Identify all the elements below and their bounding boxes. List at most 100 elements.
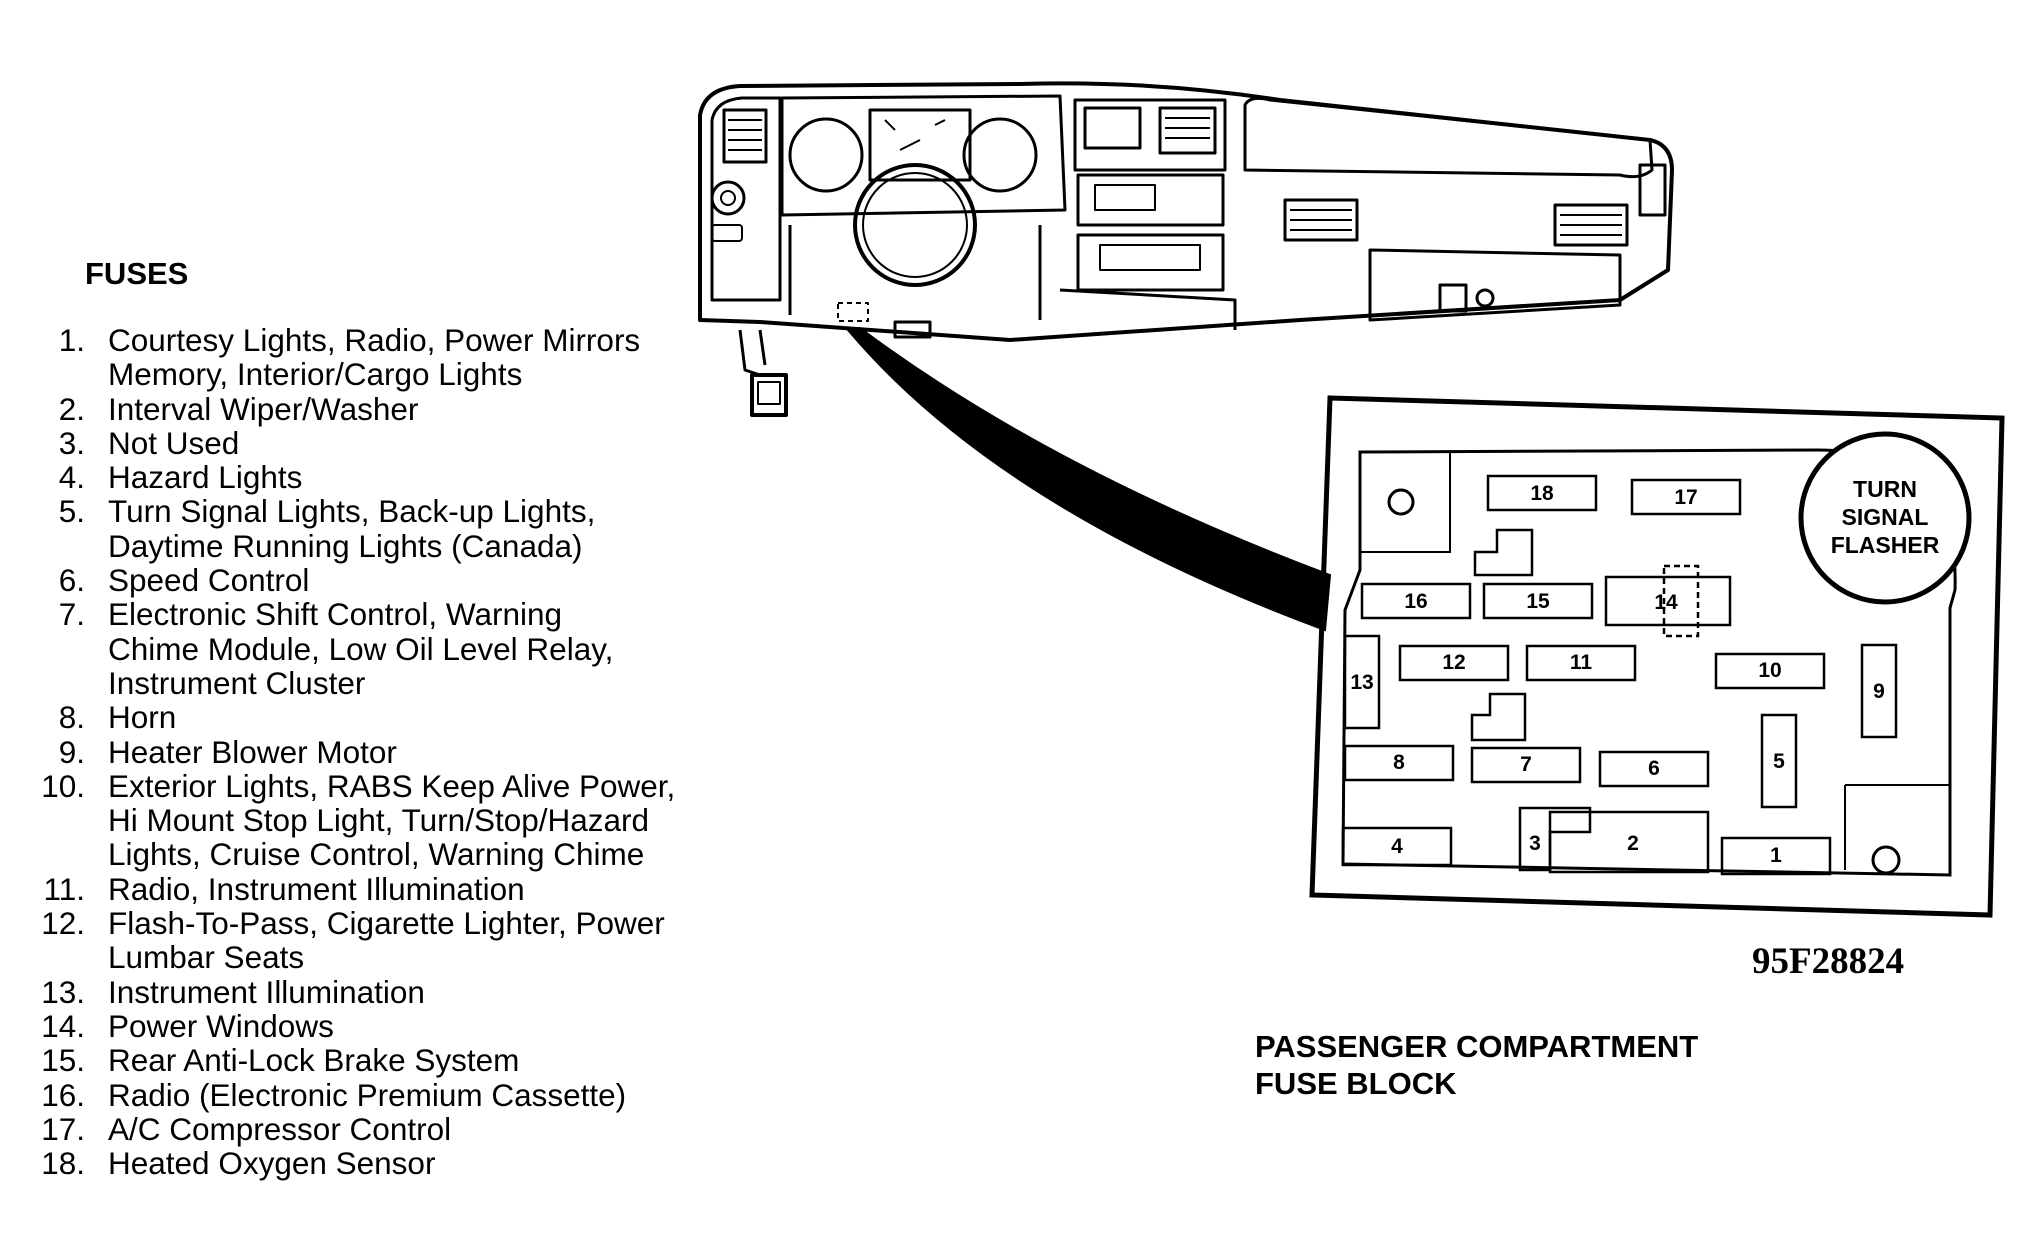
- fuse-number: 6.: [58, 562, 85, 599]
- fuse-slot-17: [1630, 478, 1742, 516]
- fuse-number: 17.: [41, 1110, 85, 1147]
- fuse-legend-item: 16.Radio (Electronic Premium Cassette): [40, 1076, 768, 1113]
- fuse-legend-item: 3. Not Used: [40, 424, 768, 461]
- fuse-slot-label: 7: [1520, 753, 1532, 776]
- flasher-label-line1: TURN: [1853, 476, 1917, 502]
- fuse-description: Horn: [108, 699, 177, 736]
- fuse-slot-label: 6: [1648, 757, 1660, 780]
- fuse-description: Instrument Illumination: [108, 973, 425, 1010]
- fuse-legend-item: 18. Heated Oxygen Sensor: [40, 1145, 768, 1182]
- fuse-description: Speed Control: [108, 562, 310, 599]
- fuse-slot-label: 18: [1530, 482, 1554, 505]
- fuse-description: Flash-To-Pass, Cigarette Lighter, Power …: [108, 905, 665, 976]
- fuse-legend-item: 15. Rear Anti-Lock Brake System: [40, 1042, 768, 1079]
- fuse-number: 7.: [58, 596, 85, 633]
- fuse-number: 16.: [41, 1076, 85, 1113]
- fuse-description: Hazard Lights: [108, 459, 303, 496]
- fuse-number: 13.: [41, 973, 85, 1010]
- fuse-slot-11: [1525, 644, 1637, 682]
- fuse-slot-label: 11: [1570, 651, 1593, 674]
- fuse-description: A/C Compressor Control: [108, 1110, 452, 1147]
- fuse-legend-item: 2. Interval Wiper/Washer: [40, 390, 768, 427]
- fuse-slot-label: 1: [1770, 844, 1782, 867]
- fuse-number: 5.: [58, 493, 85, 530]
- fuse-legend-item: 7. Electronic Shift Control, Warning Chim…: [40, 597, 768, 700]
- fuse-slot-8: [1343, 744, 1455, 782]
- fuse-description: Electronic Shift Control, Warning Chime …: [108, 596, 614, 701]
- fuse-legend-item: 5. Turn Signal Lights, Back-up Lights, Da…: [40, 494, 768, 563]
- fuse-description: Rear Anti-Lock Brake System: [108, 1042, 520, 1079]
- fuse-legend-item: 6. Speed Control: [40, 562, 768, 599]
- fuse-legend-item: 17. A/C Compressor Control: [40, 1110, 768, 1147]
- fuse-slot-5: [1760, 713, 1798, 809]
- fuse-legend-item: 1. Courtesy Lights, Radio, Power Mirrors …: [40, 323, 768, 392]
- fuse-description: Courtesy Lights, Radio, Power Mirrors Me…: [108, 322, 641, 393]
- fuses-title: FUSES: [85, 256, 189, 291]
- fuse-description: Power Windows: [108, 1007, 334, 1044]
- fuse-slot-16: [1360, 582, 1472, 620]
- fuse-slot-1: [1720, 836, 1832, 876]
- fuse-description: Heated Oxygen Sensor: [108, 1145, 436, 1182]
- dashboard-illustration: [698, 81, 1674, 417]
- fuse-slot-label: 16: [1404, 590, 1427, 613]
- small-relay-lower: [1470, 692, 1527, 742]
- fuse-slot-2: [1548, 810, 1710, 874]
- fuse-legend-item: 8. Horn: [40, 699, 768, 736]
- fuse-slot-label: 10: [1758, 659, 1781, 682]
- fuse-number: 8.: [58, 699, 85, 736]
- fuse-slot-label: 12: [1442, 651, 1465, 674]
- fuse-legend-item: 14. Power Windows: [40, 1007, 768, 1044]
- flasher-label-line3: FLASHER: [1831, 532, 1940, 558]
- fuse-slot-9: [1860, 643, 1898, 739]
- fuse-number: 15.: [41, 1042, 85, 1079]
- fuse-slot-15: [1482, 582, 1594, 620]
- fuse-slot-label: 14: [1654, 591, 1678, 614]
- fuse-description: Radio, Instrument Illumination: [108, 870, 525, 907]
- fuse-number: 1.: [58, 322, 85, 358]
- fuse-number: 14.: [41, 1007, 85, 1044]
- fuse-number: 11.: [43, 870, 85, 907]
- flasher-label-line2: SIGNAL: [1842, 504, 1929, 530]
- fuse-description: Not Used: [108, 424, 240, 461]
- fuse-description: Interval Wiper/Washer: [108, 390, 419, 427]
- fuse-description: Exterior Lights, RABS Keep Alive Power, …: [108, 767, 676, 873]
- fuse-number: 3.: [58, 424, 85, 461]
- fuse-description: Heater Blower Motor: [108, 733, 397, 770]
- fuse-block-caption: PASSENGER COMPARTMENT FUSE BLOCK: [1255, 1029, 1699, 1101]
- fuse-slot-18: [1486, 474, 1598, 512]
- fuse-legend-item: 9. Heater Blower Motor: [40, 733, 768, 770]
- figure-code: 95F28824: [1752, 941, 1905, 982]
- fuse-description: Turn Signal Lights, Back-up Lights, Dayt…: [108, 493, 596, 564]
- fuse-slot-label: 17: [1674, 486, 1697, 509]
- fuse-number: 2.: [58, 390, 85, 427]
- fuse-slot-10: [1714, 652, 1826, 690]
- small-relay-upper: [1473, 528, 1534, 577]
- fuse-legend-item: 11. Radio, Instrument Illumination: [40, 870, 768, 907]
- fuse-slot-label: 2: [1627, 832, 1639, 855]
- fuse-slot-14: [1604, 575, 1732, 627]
- fuse-legend-item: 12. Flash-To-Pass, Cigarette Lighter, Pow…: [40, 906, 768, 975]
- fuse-slot-label: 8: [1393, 751, 1405, 774]
- fuse-legend-list: 1. Courtesy Lights, Radio, Power Mirrors …: [40, 323, 768, 1182]
- fuse-slot-label: 4: [1391, 835, 1403, 858]
- fuse-legend-item: 10. Exterior Lights, RABS Keep Alive Powe…: [40, 769, 768, 872]
- fuse-slot-7: [1470, 746, 1582, 784]
- fuse-number: 18.: [41, 1145, 85, 1182]
- fuse-number: 9.: [58, 733, 85, 770]
- fuse-number: 4.: [58, 459, 85, 496]
- fuse-slot-12: [1398, 644, 1510, 682]
- fuse-number: 10.: [41, 767, 85, 804]
- fuse-slot-4: [1341, 826, 1453, 867]
- fuse-slot-label: 5: [1773, 750, 1785, 773]
- fuse-slot-13: [1343, 634, 1381, 730]
- fuse-slot-label: 15: [1526, 590, 1550, 613]
- fuse-number: 12.: [41, 905, 85, 942]
- turn-signal-flasher: TURN SIGNAL FLASHER: [1798, 431, 1972, 605]
- fuse-slot-label: 3: [1529, 832, 1541, 855]
- fuse-slots: 18 17 16 15 14 13 12 11 10 9 5 8 7 6 4 3: [1341, 474, 1898, 876]
- pointer-wedge: [846, 326, 1332, 632]
- fuse-slot-6: [1598, 750, 1710, 788]
- fuse-legend-item: 13. Instrument Illumination: [40, 973, 768, 1010]
- fuse-legend-item: 4. Hazard Lights: [40, 459, 768, 496]
